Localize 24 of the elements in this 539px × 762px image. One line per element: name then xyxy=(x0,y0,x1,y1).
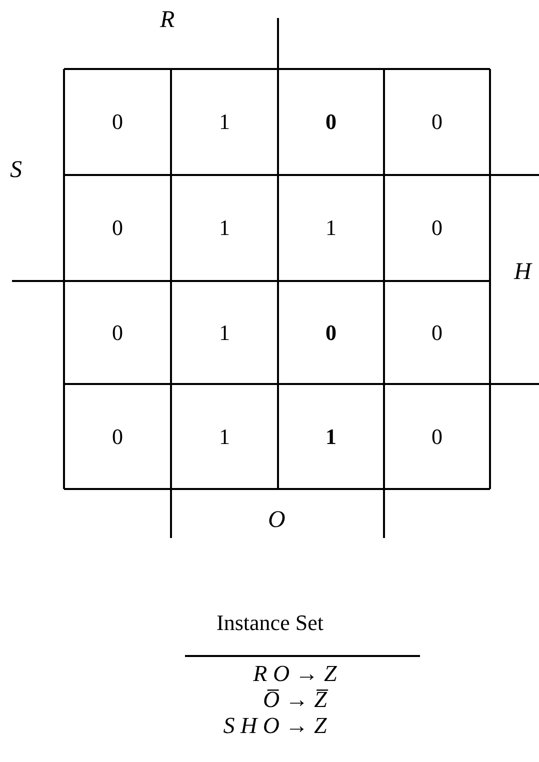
map-value: 0 xyxy=(432,217,442,239)
map-value: 0 xyxy=(432,322,442,344)
map-value: 1 xyxy=(219,322,230,344)
map-value: 0 xyxy=(112,111,123,133)
map-value: 0 xyxy=(326,111,336,133)
variable-label: H xyxy=(514,260,532,284)
map-value: 1 xyxy=(219,111,230,133)
caption: Instance Set xyxy=(216,612,324,634)
rule-text: O̅ → Z̅ xyxy=(263,688,327,711)
map-value: 0 xyxy=(326,322,336,344)
rule-text: R O → Z xyxy=(253,662,337,685)
map-value: 0 xyxy=(432,111,442,133)
variable-label: O xyxy=(268,508,286,532)
map-value: 0 xyxy=(112,217,123,239)
map-value: 1 xyxy=(326,426,336,448)
map-value: 0 xyxy=(112,426,123,448)
map-value: 1 xyxy=(219,426,230,448)
map-value: 0 xyxy=(432,426,442,448)
map-value: 1 xyxy=(219,217,230,239)
variable-label: R xyxy=(160,8,175,32)
map-value: 0 xyxy=(112,322,123,344)
rule-text: S H O → Z xyxy=(223,714,327,737)
map-value: 1 xyxy=(326,217,336,239)
variable-label: S xyxy=(10,158,22,182)
